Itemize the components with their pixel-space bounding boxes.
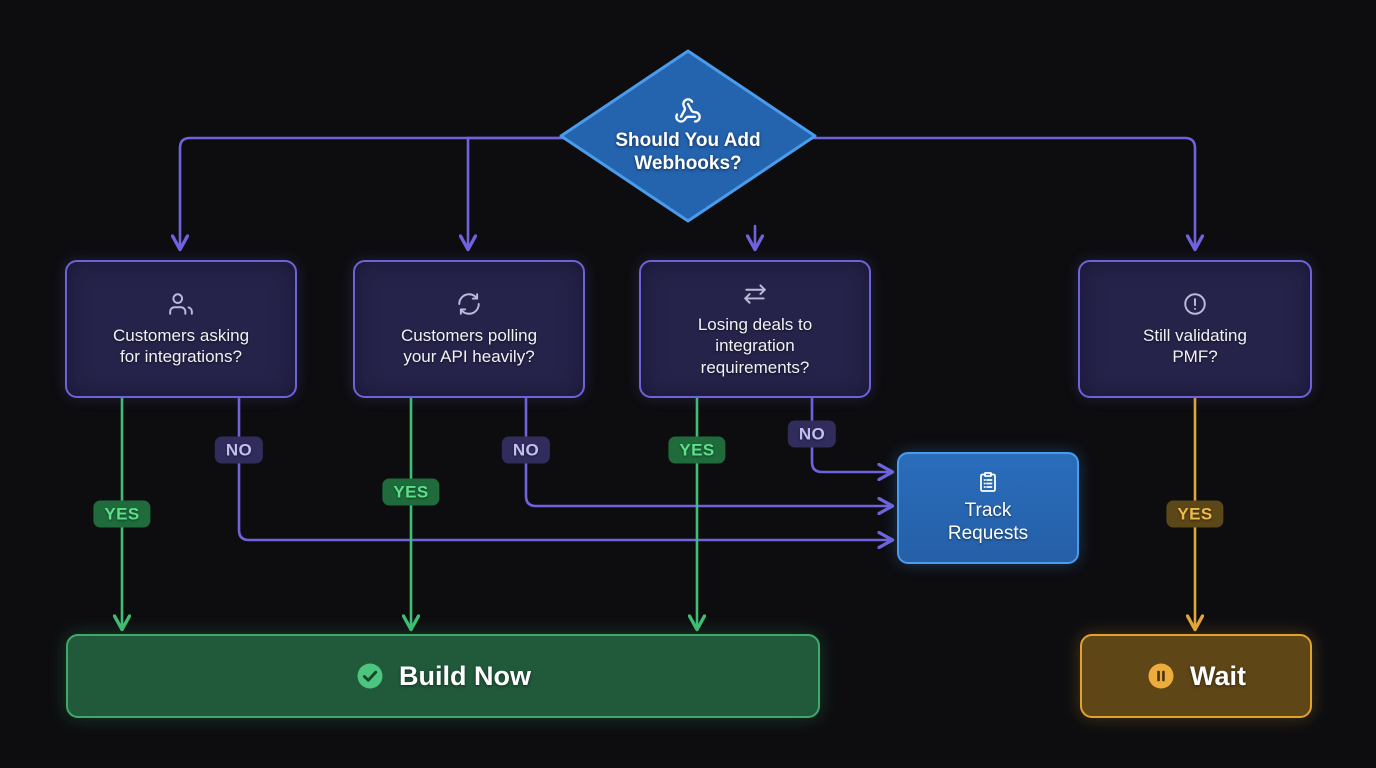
edge-root-to-customers-asking [180, 136, 565, 248]
track-label-line2: Requests [947, 523, 1029, 544]
label-line1: Customers asking [112, 325, 250, 345]
decision-node-customers-polling[interactable]: Customers polling your API heavily? [353, 260, 585, 398]
build-now-label: Build Now [399, 660, 531, 691]
edge-label-customers-asking-no: NO [214, 436, 264, 464]
exchange-arrows-icon [744, 284, 766, 304]
edge-label-losing-deals-no: NO [787, 420, 837, 448]
root-label-line2: Webhooks? [634, 153, 742, 174]
outcome-node-track-requests[interactable]: Track Requests [897, 452, 1079, 564]
edge-label-still-validating-pmf-yes: YES [1166, 500, 1224, 528]
edge-root-to-customers-polling [468, 136, 565, 248]
edge-label-losing-deals-yes: YES [668, 436, 726, 464]
label-line1: Losing deals to [697, 314, 813, 334]
webhook-icon [675, 98, 701, 123]
edge-label-customers-polling-yes: YES [382, 478, 440, 506]
alert-circle-icon [1184, 292, 1206, 315]
outcome-node-build-now[interactable]: Build Now [66, 634, 820, 718]
outcome-node-wait[interactable]: Wait [1080, 634, 1312, 718]
decision-root-should-you-add-webhooks[interactable]: Should You Add Webhooks? [557, 47, 819, 225]
edge-root-to-still-validating-pmf [811, 136, 1195, 248]
decision-node-still-validating-pmf[interactable]: Still validating PMF? [1078, 260, 1312, 398]
check-circle-icon [357, 663, 383, 689]
edge-customers-asking-no [237, 396, 891, 540]
label-line2: integration [715, 336, 795, 356]
clipboard-list-icon [980, 472, 996, 493]
root-label: Should You Add Webhooks? [588, 129, 788, 175]
track-requests-label: Track Requests [948, 500, 1028, 546]
label-line3: requirements? [700, 357, 810, 377]
decision-label: Losing deals to integration requirements… [698, 314, 812, 378]
root-label-line1: Should You Add [615, 129, 761, 151]
label-line2: for integrations? [120, 347, 242, 366]
users-icon [169, 292, 193, 315]
track-label-line1: Track [964, 500, 1012, 522]
wait-label: Wait [1190, 660, 1246, 691]
label-line2: PMF? [1172, 347, 1218, 366]
label-line2: your API heavily? [403, 347, 535, 366]
decision-label: Customers polling your API heavily? [401, 325, 537, 368]
refresh-icon [458, 292, 480, 315]
label-line1: Still validating [1143, 325, 1247, 345]
diamond-shape [559, 49, 817, 223]
label-line1: Customers polling [400, 325, 538, 345]
decision-label: Customers asking for integrations? [113, 325, 249, 368]
decision-node-losing-deals[interactable]: Losing deals to integration requirements… [639, 260, 871, 398]
decision-node-customers-asking[interactable]: Customers asking for integrations? [65, 260, 297, 398]
edge-label-customers-polling-no: NO [501, 436, 551, 464]
edge-label-customers-asking-yes: YES [93, 500, 151, 528]
decision-label: Still validating PMF? [1143, 325, 1247, 368]
pause-circle-icon [1148, 663, 1174, 689]
